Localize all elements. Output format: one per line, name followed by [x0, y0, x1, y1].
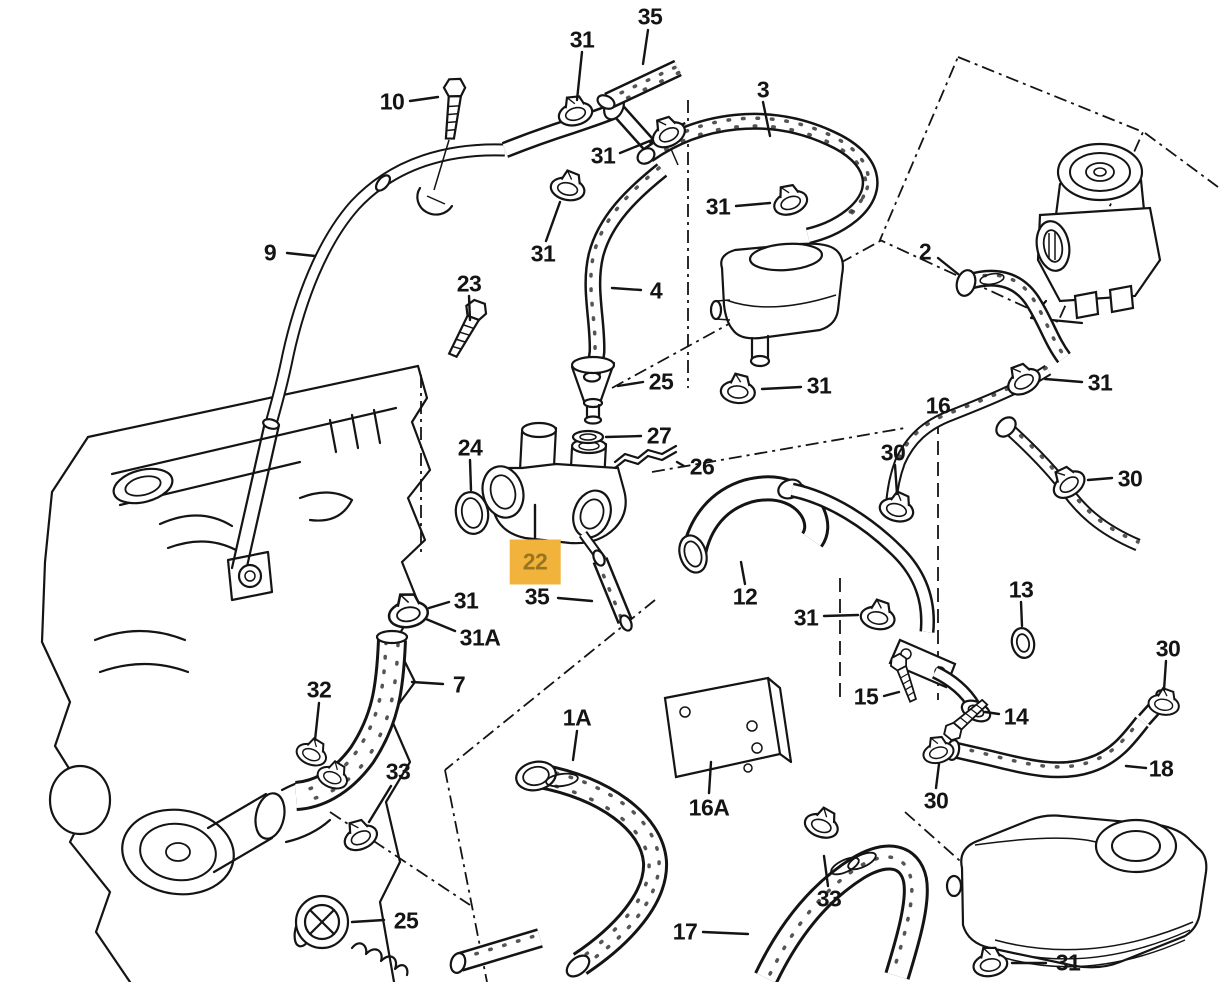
- callout-3[interactable]: 3: [756, 76, 770, 103]
- callout-31[interactable]: 31: [530, 240, 556, 267]
- oring-24: [454, 491, 490, 535]
- hose-35-upper: [596, 59, 682, 110]
- callout-31[interactable]: 31: [793, 604, 819, 631]
- washer-13: [1010, 627, 1036, 659]
- callout-35[interactable]: 35: [637, 3, 663, 30]
- callout-33[interactable]: 33: [385, 758, 411, 785]
- callout-1A[interactable]: 1A: [562, 704, 592, 731]
- callout-2[interactable]: 2: [918, 238, 932, 265]
- callout-33[interactable]: 33: [816, 885, 842, 912]
- plug-25: [293, 894, 409, 977]
- hose-7: [294, 629, 409, 811]
- callout-30[interactable]: 30: [1155, 635, 1181, 662]
- hose-3: [636, 112, 879, 245]
- callout-31[interactable]: 31: [453, 587, 479, 614]
- callout-12[interactable]: 12: [732, 583, 758, 610]
- callout-25[interactable]: 25: [648, 368, 674, 395]
- hose-fragment: [449, 928, 543, 974]
- callout-26[interactable]: 26: [689, 453, 715, 480]
- callout-31[interactable]: 31: [590, 142, 616, 169]
- callout-7[interactable]: 7: [452, 671, 466, 698]
- callout-15[interactable]: 15: [853, 683, 879, 710]
- callout-35[interactable]: 35: [524, 583, 550, 610]
- hose-2: [955, 269, 1071, 364]
- callout-13[interactable]: 13: [1008, 576, 1034, 603]
- callout-23[interactable]: 23: [456, 270, 482, 297]
- gasket-26: [613, 444, 678, 470]
- callout-31[interactable]: 31: [705, 193, 731, 220]
- callout-30[interactable]: 30: [880, 439, 906, 466]
- callout-30[interactable]: 30: [923, 787, 949, 814]
- callout-31A[interactable]: 31A: [459, 624, 501, 651]
- callout-10[interactable]: 10: [379, 88, 405, 115]
- callout-16[interactable]: 16: [925, 392, 951, 419]
- valve-assembly: [1029, 142, 1162, 325]
- leader-lines: [285, 28, 1168, 965]
- callout-16A[interactable]: 16A: [688, 794, 730, 821]
- callout-9[interactable]: 9: [263, 239, 277, 266]
- callout-25[interactable]: 25: [393, 907, 419, 934]
- callout-31[interactable]: 31: [1087, 369, 1113, 396]
- hose-35-lower: [592, 549, 633, 632]
- callout-14[interactable]: 14: [1003, 703, 1029, 730]
- funnel-25: [570, 355, 616, 425]
- callout-4[interactable]: 4: [649, 277, 663, 304]
- bracket-16a: [663, 676, 793, 779]
- bolt-10: [416, 75, 468, 216]
- reservoir: [709, 242, 844, 368]
- callout-31[interactable]: 31: [806, 372, 832, 399]
- callout-22-highlighted[interactable]: 22: [509, 539, 561, 585]
- seal-27: [571, 429, 605, 445]
- callout-17[interactable]: 17: [672, 918, 698, 945]
- coolant-pipe-9: [262, 143, 506, 430]
- callout-18[interactable]: 18: [1148, 755, 1174, 782]
- callout-31[interactable]: 31: [569, 26, 595, 53]
- callout-24[interactable]: 24: [457, 434, 483, 461]
- callout-30[interactable]: 30: [1117, 465, 1143, 492]
- callout-32[interactable]: 32: [306, 676, 332, 703]
- callout-31[interactable]: 31: [1055, 949, 1081, 976]
- hose-17: [754, 844, 929, 982]
- hose-1a: [515, 760, 669, 978]
- callout-27[interactable]: 27: [646, 422, 672, 449]
